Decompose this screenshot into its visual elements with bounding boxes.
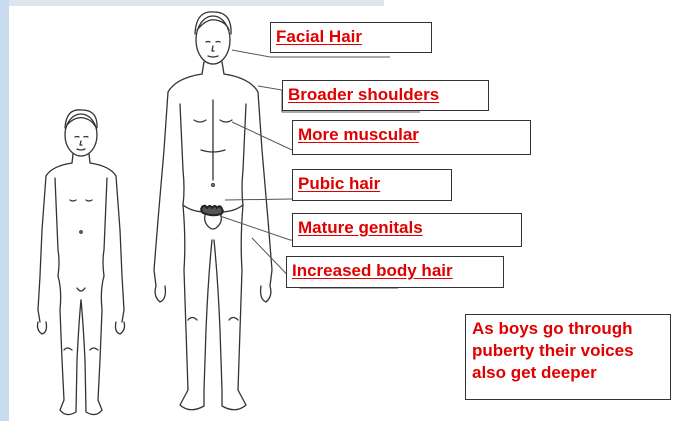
label-increased-body-hair: Increased body hair — [286, 256, 504, 288]
boy-figure — [38, 110, 125, 415]
label-more-muscular-text: More muscular — [298, 125, 419, 144]
label-more-muscular: More muscular — [292, 120, 531, 155]
label-pubic-hair-text: Pubic hair — [298, 174, 380, 193]
voice-note-line-3: also get deeper — [472, 362, 670, 384]
label-mature-genitals: Mature genitals — [292, 213, 522, 247]
label-broader-shoulders-text: Broader shoulders — [288, 85, 439, 104]
voice-note-line-2: puberty their voices — [472, 340, 670, 362]
label-facial-hair-text: Facial Hair — [276, 27, 362, 46]
label-broader-shoulders: Broader shoulders — [282, 80, 489, 111]
label-increased-body-hair-text: Increased body hair — [292, 261, 453, 280]
label-pubic-hair: Pubic hair — [292, 169, 452, 201]
voice-note-box: As boys go through puberty their voices … — [465, 314, 671, 400]
voice-note-line-1: As boys go through — [472, 318, 670, 340]
label-facial-hair: Facial Hair — [270, 22, 432, 53]
label-mature-genitals-text: Mature genitals — [298, 218, 423, 237]
